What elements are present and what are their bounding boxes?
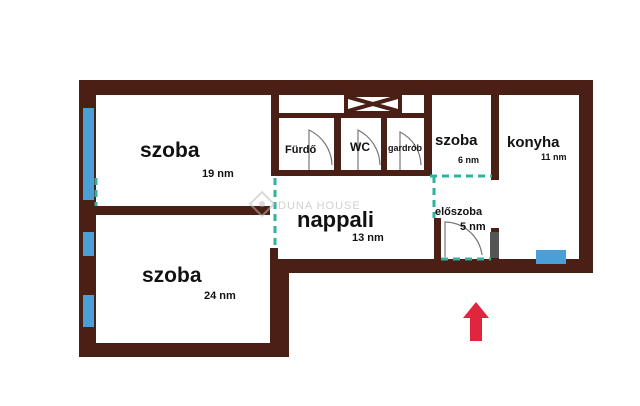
duna-house-logo-icon [248, 190, 276, 218]
wall-furdo-wc [334, 117, 341, 175]
room-szoba-bottom-area: 24 nm [204, 290, 236, 302]
window-bottom-bedroom-1 [83, 232, 94, 256]
wall-between-bedrooms [96, 206, 270, 215]
wall-konyha-west [491, 95, 499, 180]
door-wc [357, 129, 381, 170]
up-arrow-icon [463, 302, 489, 341]
wall-bedroom-bottom-east [270, 248, 278, 343]
door-gardrob [399, 131, 422, 170]
wall-gardrob-east [424, 95, 432, 175]
windows [83, 108, 566, 327]
wall-eloszoba-west [434, 218, 441, 259]
window-top-bedroom [83, 108, 94, 200]
wall-bathrooms-north [279, 113, 424, 118]
ventilation-shaft [344, 93, 402, 115]
wall-wc-gardrob [381, 117, 387, 175]
room-nappali-area: 13 nm [352, 232, 384, 244]
open-passages [94, 174, 492, 261]
room-konyha: konyha [507, 134, 560, 151]
room-eloszoba: előszoba [435, 206, 483, 218]
room-szoba-bottom: szoba [142, 264, 202, 287]
room-szoba-small-area: 6 nm [458, 155, 479, 165]
room-szoba-top: szoba [140, 139, 200, 162]
room-gardrob: gardrób [388, 143, 423, 153]
floor-area [96, 95, 579, 343]
room-eloszoba-area: 5 nm [460, 221, 486, 233]
entry-door-frame [490, 232, 499, 258]
room-szoba-top-area: 19 nm [202, 168, 234, 180]
room-szoba-small: szoba [435, 132, 478, 149]
room-konyha-area: 11 nm [541, 152, 567, 162]
room-furdo: Fürdő [285, 144, 316, 156]
room-wc: WC [350, 140, 370, 154]
door-furdo [308, 129, 333, 170]
window-kitchen [536, 250, 566, 264]
door-swings [308, 129, 483, 257]
door-eloszoba [444, 221, 483, 257]
watermark-text: DUNA HOUSE [278, 200, 361, 212]
window-bottom-bedroom-2 [83, 295, 94, 327]
wall-bedroom-top-east [271, 95, 279, 175]
room-nappali: nappali [297, 207, 374, 232]
wall-bathrooms-south [271, 170, 431, 176]
